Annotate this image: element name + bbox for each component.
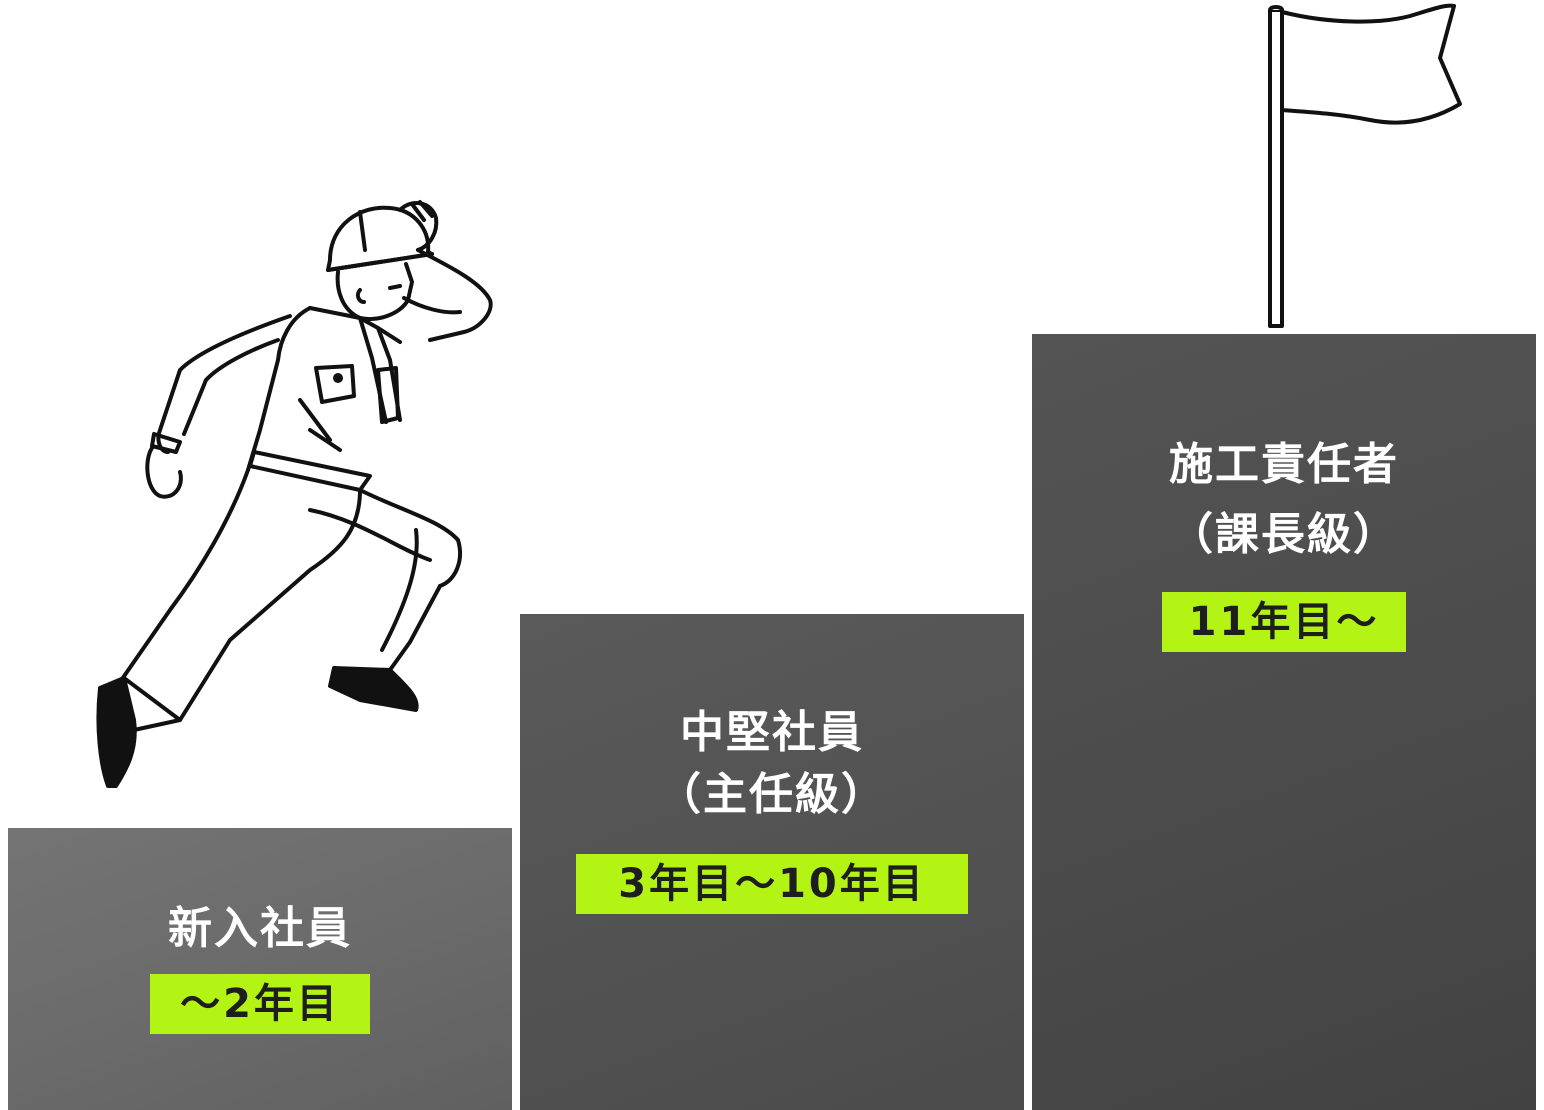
step-years-badge: ～2年目: [150, 974, 370, 1034]
step-construction-manager: 施工責任者 （課長級） 11年目～: [1032, 334, 1536, 1110]
goal-flag-icon: [1268, 3, 1462, 328]
step-title: 施工責任者: [1169, 439, 1399, 490]
step-mid-level-employee: 中堅社員 （主任級） 3年目～10年目: [520, 614, 1024, 1110]
step-title: 中堅社員: [680, 707, 864, 758]
step-subtitle: （課長級）: [1169, 509, 1399, 560]
step-title: 新入社員: [168, 903, 352, 954]
step-years-badge: 11年目～: [1162, 592, 1406, 652]
step-new-employee: 新入社員 ～2年目: [8, 828, 512, 1110]
step-years-badge: 3年目～10年目: [576, 854, 968, 914]
running-worker-icon: [96, 200, 493, 788]
step-subtitle: （主任級）: [657, 769, 887, 820]
